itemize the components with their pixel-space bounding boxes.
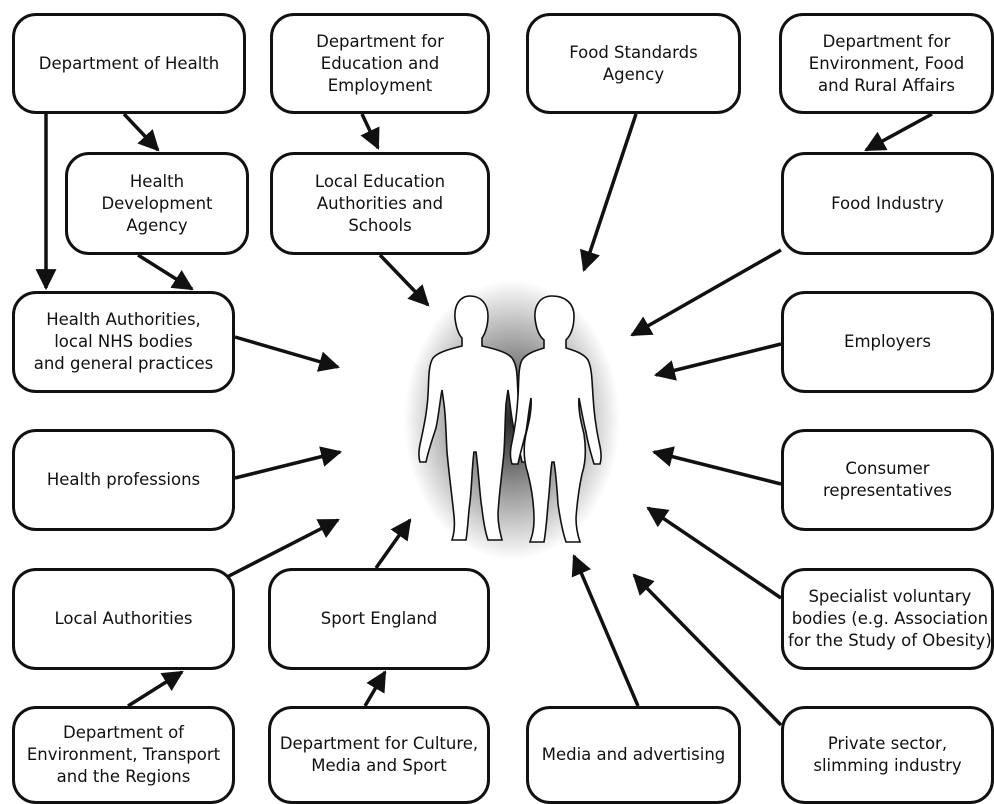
arrow-lea-to-center — [378, 253, 430, 307]
arrow-defra-to-food-industry — [864, 112, 933, 152]
node-consumer-representatives: Consumer representatives — [781, 429, 994, 531]
female-figure-icon — [509, 295, 602, 543]
node-detr: Department of Environment, Transport and… — [12, 706, 235, 804]
node-private-sector: Private sector, slimming industry — [781, 706, 994, 804]
node-department-of-health: Department of Health — [12, 13, 246, 114]
node-food-industry: Food Industry — [781, 152, 994, 255]
arrow-private-sector-to-center — [632, 573, 783, 727]
node-department-for-education: Department for Education and Employment — [270, 13, 490, 114]
arrow-dept-health-to-hda — [122, 112, 160, 152]
arrow-hda-to-health-authorities — [137, 253, 194, 291]
node-food-standards-agency: Food Standards Agency — [526, 13, 741, 114]
arrow-employers-to-center — [653, 342, 782, 381]
node-defra: Department for Environment, Food and Rur… — [779, 13, 994, 114]
node-health-professions: Health professions — [12, 429, 235, 531]
arrow-dcms-to-sport-england — [363, 670, 387, 707]
node-dcms: Department for Culture, Media and Sport — [268, 706, 490, 804]
node-health-authorities: Health Authorities, local NHS bodies and… — [12, 291, 235, 393]
connector-arrows — [35, 112, 933, 727]
node-health-development-agency: Health Development Agency — [65, 152, 249, 255]
node-specialist-voluntary-bodies: Specialist voluntary bodies (e.g. Associ… — [781, 568, 994, 670]
arrow-dept-education-to-lea — [360, 113, 380, 150]
arrow-media-to-center — [571, 554, 640, 707]
arrow-detr-to-local-authorities — [127, 670, 184, 708]
arrow-specialist-voluntary-to-center — [646, 506, 782, 600]
center-human-figures-icon — [418, 295, 602, 543]
node-media-and-advertising: Media and advertising — [526, 706, 741, 804]
node-sport-england: Sport England — [268, 568, 490, 670]
node-local-authorities: Local Authorities — [12, 568, 235, 670]
node-employers: Employers — [781, 291, 994, 393]
arrow-local-authorities-to-center — [224, 518, 340, 580]
arrow-health-authorities-to-center — [234, 335, 341, 372]
node-local-education-authorities: Local Education Authorities and Schools — [270, 152, 490, 255]
arrow-sport-england-to-center — [374, 518, 412, 570]
arrow-food-standards-to-center — [580, 113, 638, 272]
arrow-food-industry-to-center — [630, 248, 782, 337]
arrow-health-professions-to-center — [234, 446, 343, 480]
arrow-consumer-reps-to-center — [651, 446, 782, 486]
